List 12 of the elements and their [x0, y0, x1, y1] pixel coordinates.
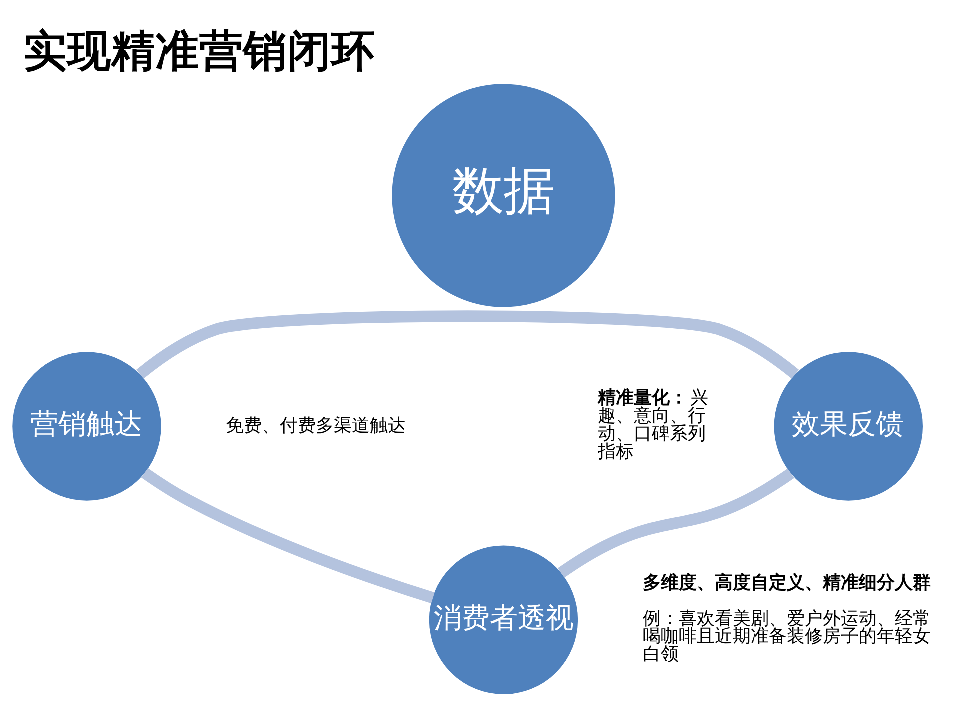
- node-circle: 效果反馈: [774, 352, 923, 500]
- node-circle: 数据: [392, 84, 616, 307]
- node-label: 例：喜欢看美剧、爱户外运动、经常喝咖啡且近期准备装修房子的年轻女白领: [642, 608, 931, 665]
- node-circle: 消费者透视: [429, 545, 578, 694]
- connector: [141, 468, 435, 604]
- node-label: 精准量化：兴趣、意向、行动、口碑系列指标: [598, 387, 708, 462]
- node-label: 免费、付费多渠道触达: [226, 414, 406, 436]
- connector: [136, 310, 800, 378]
- node-label: 多维度、高度自定义、精准细分人群: [642, 572, 931, 593]
- connector: [558, 468, 794, 578]
- node-circle: 营销触达: [12, 352, 162, 500]
- diagram-title: 实现精准营销闭环: [24, 26, 376, 76]
